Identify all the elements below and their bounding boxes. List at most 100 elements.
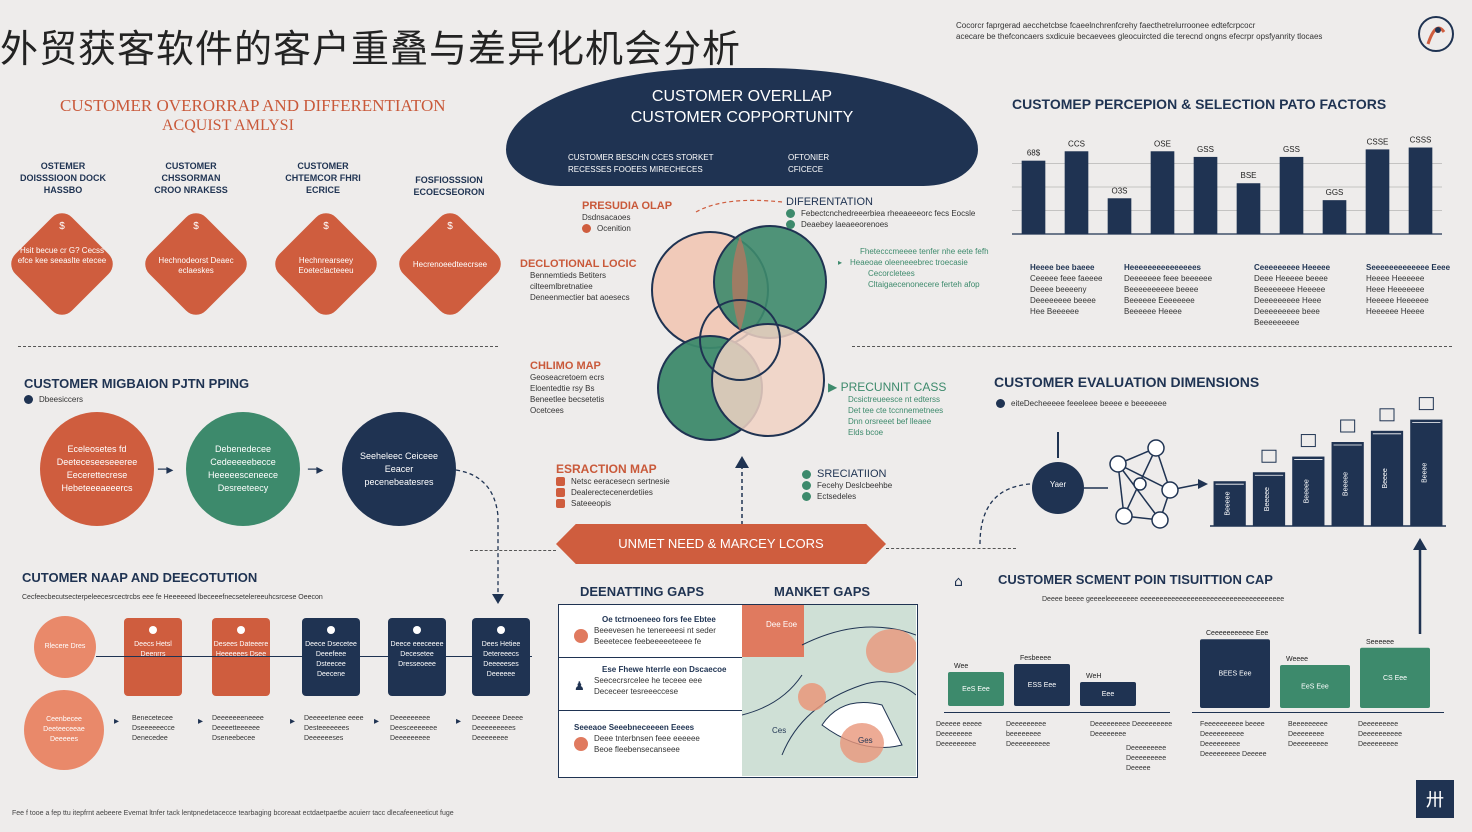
venn-label-bottom-left-item: Netsc eeracesecn sertnesie [556, 476, 670, 487]
banner-sub-left-line2: RECESSES FOOEES MIRECHECES [568, 165, 703, 174]
perception-bar [1322, 200, 1347, 234]
divider-right-top [852, 346, 1452, 347]
perception-bar [1150, 151, 1175, 234]
venn-label-top-left: PRESUDIA OLAP Dsdnsacaoes Ocenition [582, 200, 672, 234]
segment-bar-inside-label: EeS Eee [962, 686, 990, 693]
triangle-right-icon: ▸ [838, 258, 843, 267]
map-flow-line [96, 656, 532, 657]
perception-bar [1408, 147, 1433, 234]
perception-bar-label: GSS [1197, 145, 1214, 154]
perception-col-2: Heeeeeeeeeeeeeees Deeeeeee feee beeeeee … [1124, 262, 1224, 317]
gaps-row-divider [558, 657, 742, 658]
banner-title-line1: CUSTOMER OVERLLAP [651, 88, 833, 105]
arrow-right-icon: ▸ [456, 716, 462, 727]
arrow-right-icon: ▸ [198, 716, 204, 727]
person-icon: ♟ [574, 679, 585, 693]
arrow-up-icon [735, 456, 749, 532]
venn-label-bottom-left-item: Sateeeopis [556, 498, 670, 509]
footer-note: Fee f tooe a fep ttu itepfrnt aebeere Ev… [12, 810, 454, 817]
venn-label-top-right-item: Febectcnchedreeerbiea rheeaeeeorc fecs E… [786, 208, 975, 219]
segment-left-note: Deeeee eeeee Deeeeeeee Deeeeeeeee [936, 721, 982, 748]
venn-label-right-item: Cltaigaecenonecere ferteh afop [868, 280, 980, 289]
map-note-3: Deeeeetenee eeee Desteeeeeees Deeeeeeses [304, 715, 364, 742]
venn-label-top-right-item: Deaebey laeaeeorenoes [786, 219, 975, 230]
evaluation-network [979, 432, 1208, 544]
venn-label-mid-right: ▶ PRECUNNIT CASS Dcsictreueesce nt edter… [828, 380, 946, 438]
segment-bar-inside-label: CS Eee [1383, 675, 1407, 682]
perception-bar-label: BSE [1240, 171, 1256, 180]
item-text: Sateeeopis [571, 499, 612, 508]
evaluation-bar-label: Beeee [1421, 463, 1428, 483]
evaluation-bar-label: Beeeee [1225, 491, 1232, 515]
header-note-line1: Cocorcr faprgerad aecchetcbse fcaeelnchr… [956, 21, 1256, 30]
map-svg [742, 605, 916, 763]
evaluation-bar-label: Beeeee [1264, 487, 1271, 511]
perception-bar [1021, 160, 1046, 234]
venn-label-left-item: Bennemtieds Betiters [530, 271, 607, 280]
venn-diagram [651, 225, 827, 441]
perception-col-item: Heeeee Heeeeee [1366, 296, 1429, 305]
perception-col-4: Seeeeeeeeeeeee Eeee Heeee Heeeeee Heee H… [1366, 262, 1456, 317]
bullet-icon [802, 492, 811, 501]
venn-circle-top-right [713, 225, 827, 339]
migration-circle-text: Debenedecee Cedeeeeebecce Heeeeesceneece… [207, 444, 279, 493]
gaps-left-title: DEENATTING GAPS [580, 584, 704, 599]
person-icon [1418, 397, 1434, 411]
gaps-row-divider [558, 710, 742, 711]
diamond-heading-2: CUSTOMER CHSSORMAN CROO NRAKESS [154, 161, 228, 195]
perception-col-item: Beeeeee Heeee [1124, 307, 1182, 316]
diamond-body-1: Hsit becue cr G? Cecss efce kee seeaslte… [17, 246, 107, 265]
dollar-icon: $ [193, 221, 199, 232]
map-card-1: Deecs Hetsl Deenrrs [124, 618, 182, 696]
segment-bar-top-label: Wee [954, 663, 968, 670]
venn-label-left-title: DECLOTIONAL LOCIC [520, 258, 637, 270]
map-start-circle-bottom: Ceenbecee Deeteeceeae Deeeees [24, 690, 104, 770]
perception-col-item: Deee Heeeee beeee [1254, 274, 1328, 283]
dollar-icon: $ [447, 221, 453, 232]
perception-title: CUSTOMEP PERCEPION & SELECTION PATO FACT… [1012, 96, 1387, 112]
venn-label-mid-left-title: CHLIMO MAP [530, 360, 601, 372]
dot-icon [149, 626, 157, 634]
venn-label-mid-right-item: Det tee cte tccnnemetnees [848, 406, 944, 415]
perception-bar [1236, 183, 1261, 234]
bullet-icon [556, 488, 565, 497]
item-text: Heaeoae oleeneeebrec troecasie [850, 258, 968, 267]
perception-bar [1107, 198, 1132, 234]
corner-badge: 卅 [1416, 780, 1454, 818]
migration-subtitle: Dbeesiccers [24, 394, 83, 405]
gaps-row-head: Seeeaoe Seeebneceeeen Eeees [574, 723, 695, 732]
perception-col-item: Deeeeeeeee Heee [1254, 296, 1322, 305]
venn-label-right-item: ▸ Heaeoae oleeneeebrec troecasie [838, 257, 989, 268]
evaluation-bar [1252, 472, 1286, 526]
item-text: Netsc eeracesecn sertnesie [571, 477, 670, 486]
migration-subtitle-text: Dbeesiccers [39, 395, 84, 404]
segment-bar-top-label: Fesbeeee [1020, 655, 1051, 662]
segment-bar-top-label: WeH [1086, 673, 1101, 680]
map-start-text: Ceenbecee Deeteeceeae Deeeees [43, 716, 85, 743]
bullet-icon [574, 737, 588, 751]
diamond-body-2: Hechnodeorst Deaec eclaeskes [158, 256, 234, 275]
person-icon [1261, 449, 1277, 463]
dollar-icon: $ [59, 221, 65, 232]
bullet-icon [786, 209, 795, 218]
arrow-right-icon: ▸ [290, 716, 296, 727]
perception-bar [1193, 156, 1218, 234]
evaluation-bar [1292, 456, 1325, 526]
venn-label-top-right: DIFERENTATION Febectcnchedreeerbiea rhee… [786, 196, 975, 230]
gaps-row-body: Dececeer tesreeeccese [594, 687, 679, 696]
perception-bar-label: GGS [1326, 188, 1344, 197]
venn-label-mid-right-item: Dnn orsreeet bef lleaee [848, 417, 932, 426]
venn-label-mid-left: CHLIMO MAP Geoseacretoem ecrs Eloentedti… [530, 360, 604, 416]
diamond-heading-4: FOSFIOSSSION ECOECSEORON [413, 175, 485, 197]
gaps-right-title: MANKET GAPS [774, 584, 871, 599]
arrow-right-icon: ▸ [114, 716, 120, 727]
map-section-title: CUTOMER NAAP AND DEECOTUTION [22, 570, 258, 585]
ribbon-connector-left [470, 550, 556, 551]
person-icon [1340, 419, 1356, 433]
venn-label-bottom-left-item: Dealerectecenerdetiies [556, 487, 670, 498]
segment-title: CUSTOMER SCMENT POIN TISUITTION CAP [998, 572, 1273, 587]
gaps-row-head: Ese Fhewe hterrle eon Dscaecoe [602, 665, 727, 674]
